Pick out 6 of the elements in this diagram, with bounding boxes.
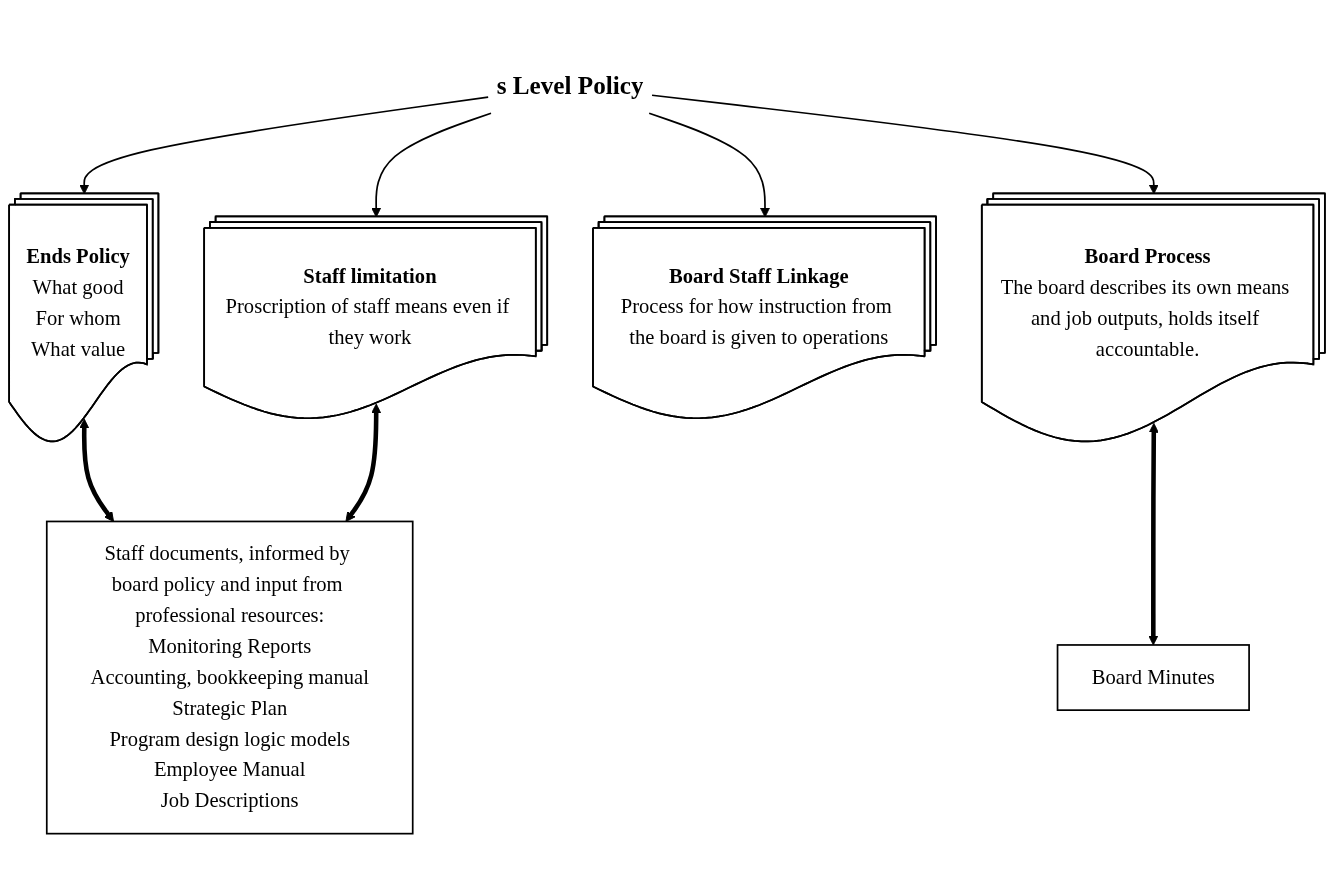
arrow — [1148, 422, 1159, 646]
node-box: Board Minutes — [1056, 644, 1250, 711]
arrow — [345, 403, 382, 522]
arrow — [79, 418, 115, 522]
node-text: s Level Policy — [496, 71, 644, 101]
node-box: Staff documents, informed by board policy and input from professional resources: Monitoring Reports Accounting, bookkeeping manual Strategic Plan Program design logic models Employee Manual Job Descriptions — [45, 520, 414, 835]
